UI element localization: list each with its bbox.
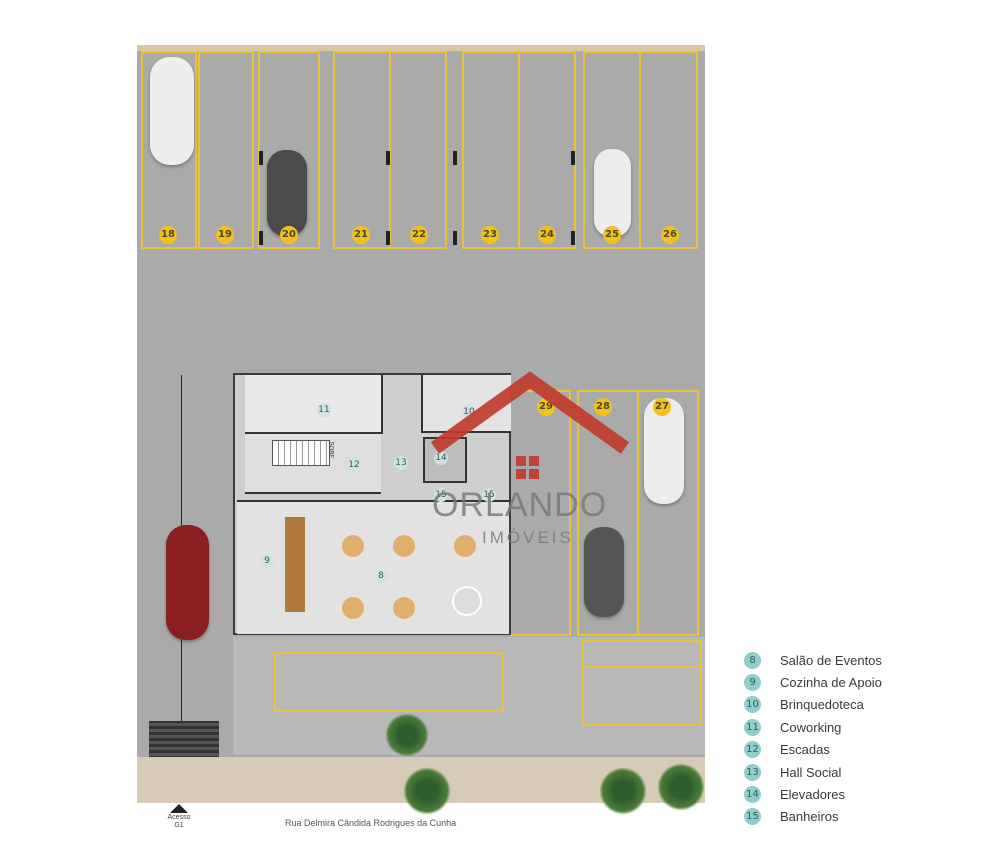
spot-number: 24 <box>538 226 556 244</box>
room-coworking <box>245 375 383 434</box>
kitchen-counter <box>285 517 305 612</box>
legend-item: 11 Coworking <box>744 716 882 738</box>
access-label: Acesso <box>167 814 191 821</box>
legend-number: 9 <box>744 674 761 692</box>
legend-item: 9 Cozinha de Apoio <box>744 671 882 693</box>
spot-number: 27 <box>653 398 671 416</box>
room-number: 14 <box>434 451 448 465</box>
legend: 8 Salão de Eventos 9 Cozinha de Apoio 10 Br… <box>744 649 882 828</box>
spot-number: 26 <box>661 226 679 244</box>
car-dark <box>267 150 307 236</box>
event-table <box>393 597 415 619</box>
event-table <box>454 535 476 557</box>
palm-tree <box>403 767 451 815</box>
access-arrow-icon <box>170 804 188 813</box>
legend-label: Coworking <box>780 719 842 735</box>
palm-tree <box>657 763 705 811</box>
legend-label: Elevadores <box>780 787 846 803</box>
legend-number: 14 <box>744 786 761 804</box>
room-number: 8 <box>374 569 388 583</box>
legend-item: 12 Escadas <box>744 739 882 761</box>
stair-label: SOBE <box>327 441 334 459</box>
legend-item: 10 Brinquedoteca <box>744 694 882 716</box>
event-table <box>393 535 415 557</box>
legend-label: Brinquedoteca <box>780 697 864 713</box>
event-table <box>452 586 482 616</box>
car-red <box>166 525 209 640</box>
stair-steps <box>272 440 330 466</box>
car-dark <box>584 527 624 617</box>
spot-number: 23 <box>481 226 499 244</box>
palm-tree <box>385 713 429 757</box>
watermark-house-icon <box>430 371 630 479</box>
car-white <box>150 57 194 165</box>
spot-number: 22 <box>410 226 428 244</box>
lower-parking <box>233 637 705 755</box>
legend-item: 13 Hall Social <box>744 761 882 783</box>
room-number: 11 <box>317 403 331 417</box>
street-name: Rua Delmira Cândida Rodrigues da Cunha <box>285 818 457 828</box>
event-table <box>342 597 364 619</box>
access-marker: Acesso G1 <box>162 804 196 830</box>
room-number: 15 <box>482 488 496 502</box>
legend-label: Salão de Eventos <box>780 652 882 668</box>
legend-item: 15 Banheiros <box>744 806 882 828</box>
legend-number: 12 <box>744 741 761 759</box>
spot-number: 18 <box>159 226 177 244</box>
spot-number: 21 <box>352 226 370 244</box>
legend-item: 14 Elevadores <box>744 783 882 805</box>
legend-item: 8 Salão de Eventos <box>744 649 882 671</box>
parking-lines-top <box>141 51 698 249</box>
legend-label: Cozinha de Apoio <box>780 675 882 691</box>
access-code: G1 <box>174 822 184 829</box>
parking-lines-lower <box>274 640 702 726</box>
room-number: 9 <box>260 554 274 568</box>
spot-number: 28 <box>594 398 612 416</box>
event-table <box>342 535 364 557</box>
car-white <box>594 149 631 237</box>
legend-number: 13 <box>744 763 761 781</box>
room-number: 12 <box>347 458 361 472</box>
legend-label: Banheiros <box>780 809 839 825</box>
legend-number: 11 <box>744 718 761 736</box>
spot-number: 25 <box>603 226 621 244</box>
spot-number: 20 <box>280 226 298 244</box>
floor-plan: 18 19 20 21 22 23 24 25 26 27 28 29 SOBE… <box>137 45 705 815</box>
legend-number: 15 <box>744 808 761 826</box>
room-number: 15 <box>434 488 448 502</box>
watermark-brand: ORLANDO <box>432 486 608 524</box>
legend-label: Hall Social <box>780 764 842 780</box>
legend-number: 10 <box>744 696 761 714</box>
room-number: 13 <box>394 456 408 470</box>
legend-label: Escadas <box>780 742 830 758</box>
legend-number: 8 <box>744 651 761 669</box>
spot-number: 19 <box>216 226 234 244</box>
palm-tree <box>599 767 647 815</box>
wall-top <box>137 45 705 51</box>
watermark-sub: IMÓVEIS <box>482 528 574 547</box>
